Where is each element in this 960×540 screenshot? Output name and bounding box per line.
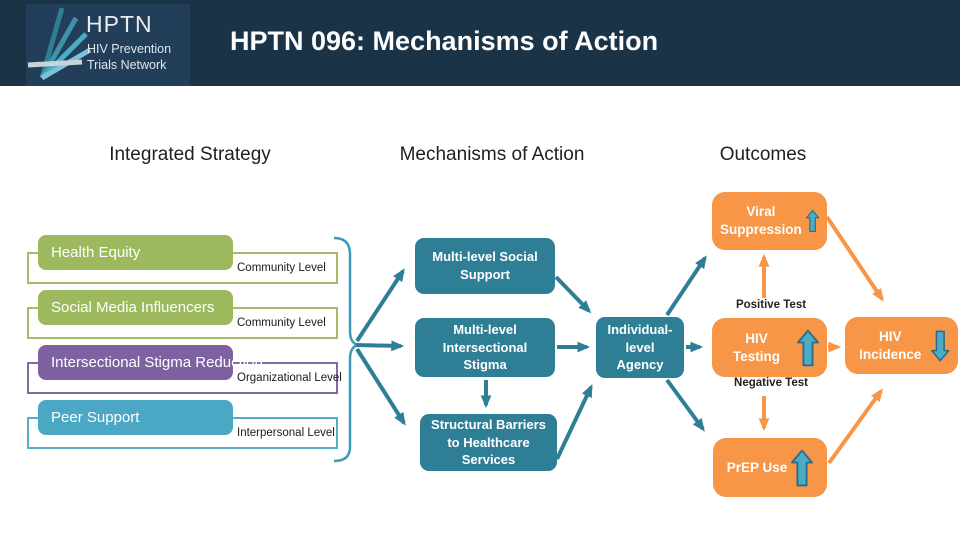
up-arrow-icon: [791, 449, 814, 486]
logo-line2: Trials Network: [87, 58, 167, 72]
outcome-label: Viral Suppression: [720, 204, 802, 237]
down-arrow-icon: [931, 330, 950, 361]
strategy-box-stigma-reduction: Intersectional Stigma Reduction: [38, 345, 263, 380]
strategy-level-label: Interpersonal Level: [237, 427, 335, 439]
strategy-box-social-media: Social Media Influencers: [38, 290, 233, 325]
mechanism-box-structural-barriers: Structural Barriers to Healthcare Servic…: [420, 414, 557, 471]
arrow-strategies-to-structural-barriers: [355, 347, 406, 426]
strategy-level-label: Organizational Level: [237, 372, 342, 384]
arrow-viral-suppression-to-hiv-incidence: [825, 215, 884, 302]
strategy-box-peer-support: Peer Support: [38, 400, 233, 435]
logo-line1: HIV Prevention: [87, 42, 172, 56]
mechanism-box-stigma: Multi-level Intersectional Stigma: [415, 318, 555, 377]
logo-rays-icon: [27, 7, 92, 81]
page-title: HPTN 096: Mechanisms of Action: [230, 26, 659, 56]
outcome-box-prep-use: PrEP Use: [713, 438, 827, 497]
arrow-social-support-to-agency: [554, 275, 592, 314]
arrow-agency-to-prep-use: [665, 378, 705, 432]
strategy-level-label: Community Level: [237, 262, 326, 274]
arrow-agency-to-viral-suppression: [665, 255, 707, 317]
outcome-label: HIV Incidence: [859, 328, 922, 362]
header-bar: HPTN HIV Prevention Trials Network HPTN …: [0, 0, 960, 86]
outcome-box-viral-suppression: Viral Suppression: [712, 192, 827, 250]
up-arrow-icon: [805, 209, 819, 233]
logo-acronym: HPTN: [86, 11, 153, 37]
arrow-strategies-to-stigma: [355, 340, 405, 352]
strategy-box-health-equity: Health Equity: [38, 235, 233, 270]
arrow-strategies-to-social-support: [355, 268, 405, 343]
positive-test-label: Positive Test: [735, 299, 807, 311]
column-header-mechanisms: Mechanisms of Action: [399, 144, 585, 165]
mechanism-box-social-support: Multi-level Social Support: [415, 238, 555, 294]
column-header-integrated-strategy: Integrated Strategy: [109, 144, 271, 165]
negative-test-label: Negative Test: [734, 377, 808, 389]
column-header-outcomes: Outcomes: [719, 144, 807, 165]
hptn-logo: HPTN HIV Prevention Trials Network: [26, 4, 190, 86]
outcome-label: HIV Testing: [733, 330, 781, 364]
outcome-box-hiv-incidence: HIV Incidence: [845, 317, 958, 374]
outcome-box-hiv-testing: HIV Testing: [712, 318, 827, 377]
strategy-level-label: Community Level: [237, 317, 326, 329]
outcome-label: PrEP Use: [726, 459, 788, 475]
arrow-structural-barriers-to-agency: [555, 384, 593, 460]
up-arrow-icon: [797, 329, 819, 366]
arrow-prep-use-to-hiv-incidence: [827, 388, 883, 465]
mechanism-box-agency: Individual-level Agency: [596, 317, 684, 378]
